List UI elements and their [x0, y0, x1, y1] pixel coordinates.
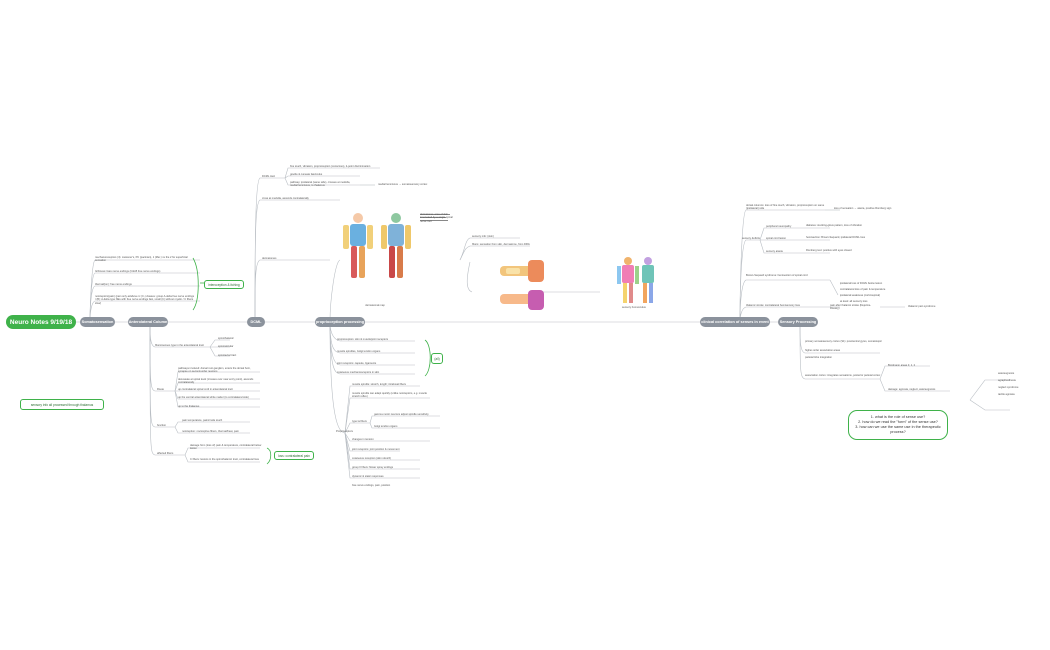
- proprio-mid-item[interactable]: joint receptors: capsule, ligaments: [337, 362, 377, 365]
- homunculus-map-image: [617, 257, 654, 303]
- proprio-neuro-item[interactable]: Golgi tendon organs: [374, 425, 398, 428]
- sensory-proc-cortex-side[interactable]: Brodmann areas 3, 1, 2: [888, 364, 916, 367]
- clinical-deficit[interactable]: spinal cord lesion: [766, 237, 787, 240]
- proprio-neuro-item[interactable]: free nerve endings, pain, position: [352, 484, 391, 487]
- question-line: 3. how can we use the same use in the th…: [855, 425, 941, 434]
- homunculus-caption: sensory homunculus: [622, 306, 646, 309]
- clinical-thalamic[interactable]: thalamic stroke: contralateral hemisenso…: [746, 304, 800, 307]
- antero-sensory-item[interactable]: spinothalamic: [218, 337, 234, 340]
- proprio-neuro-label[interactable]: Proprioceptors: [336, 430, 353, 433]
- proprio-neuro-item[interactable]: muscle spindle: stretch, length; intrafu…: [352, 383, 406, 386]
- clinical-brown-side[interactable]: ipsilateral weakness (corticospinal): [840, 294, 881, 297]
- antero-route-item[interactable]: decussate at spinal level (crosses over …: [178, 378, 254, 385]
- clinical-top[interactable]: dorsal columns: loss of fine touch, vibr…: [746, 204, 825, 211]
- antero-function-item[interactable]: pain temperature, pain/crude touch: [182, 419, 223, 422]
- antero-route-item[interactable]: pathways involved: dorsal root ganglion,…: [178, 367, 251, 374]
- sensory-proc-item[interactable]: higher-order association areas: [805, 349, 841, 352]
- sensory-proc-lesion-side[interactable]: agraphesthesia: [998, 379, 1016, 382]
- clinical-brown-side[interactable]: contralateral loss of pain & temperature: [840, 288, 886, 291]
- sensory-proc-cortex[interactable]: association cortex: integrates sensation…: [805, 374, 881, 377]
- sensory-proc-lesion-side[interactable]: tactile agnosia: [998, 393, 1015, 396]
- branch-dcml[interactable]: DCML: [247, 317, 265, 327]
- clinical-deficit-side[interactable]: Romberg test: positive with eyes closed: [806, 249, 852, 252]
- dcml-mid[interactable]: cross at medulla, ascends contralaterall…: [262, 197, 309, 200]
- proprio-center-box[interactable]: (all): [431, 353, 443, 364]
- proprio-neuro-item[interactable]: type Ia fibers: [352, 420, 367, 423]
- proprio-top-item[interactable]: fibers: sensation from skin, dermatome, …: [472, 243, 530, 246]
- clinical-deficit-side[interactable]: hemisection: Brown-Sequard, ipsilateral …: [806, 236, 866, 239]
- clinical-deficit[interactable]: peripheral neuropathy: [766, 225, 792, 228]
- proprio-neuro-item[interactable]: cutaneous receptors (skin stretch): [352, 457, 392, 460]
- dcml-item[interactable]: fine touch, vibration, proprioception (c…: [290, 165, 371, 168]
- somato-note[interactable]: thermal(ion): free nerve endings: [95, 283, 132, 286]
- antero-route-item[interactable]: up contralateral spinal cord in anterola…: [178, 388, 233, 391]
- branch-sensory-processing[interactable]: Sensory Processing: [778, 317, 818, 327]
- antero-affected-item[interactable]: C fibers: lesions in the spinothalamic t…: [190, 458, 259, 461]
- antero-cross-box[interactable]: loss: contralateral pain: [274, 451, 314, 460]
- antero-route-item[interactable]: up to the thalamus: [178, 405, 200, 408]
- interoception-box[interactable]: interoception & itching: [204, 280, 244, 289]
- antero-sensory-item[interactable]: spinoreticular: [218, 345, 234, 348]
- proprio-neuro-item[interactable]: muscle spindle can adapt quickly (unlike…: [352, 392, 427, 399]
- clinical-thalamic-far[interactable]: thalamic pain syndrome: [908, 305, 936, 308]
- question-line: 2. how do we read the "form" of the sens…: [858, 420, 938, 425]
- free-note-thalamus[interactable]: sensory info all processed through thala…: [20, 399, 104, 410]
- question-line: 1. what is the role of sense use?: [870, 415, 926, 420]
- root-node[interactable]: Neuro Notes 9/19/18: [6, 315, 76, 329]
- body-figure-front: [343, 213, 373, 278]
- body-figure-back: [381, 213, 411, 278]
- sensory-proc-item[interactable]: parietal lobe integration: [805, 356, 832, 359]
- clinical-brown-side[interactable]: at level: all sensory loss: [840, 300, 868, 303]
- somato-note[interactable]: Itchiness: bare nerve endings (C&A5 free…: [95, 270, 161, 273]
- branch-proprioception[interactable]: proprioception processing: [315, 317, 365, 327]
- branch-somatosensation[interactable]: Somatosensation: [80, 317, 115, 327]
- clinical-top-side[interactable]: loss of sensation → ataxia, positive Rom…: [834, 207, 892, 210]
- sensory-proc-lesion-side[interactable]: astereognosis: [998, 372, 1015, 375]
- sensory-proc-lesions[interactable]: damage: agnosia, neglect, astereognosis: [888, 388, 936, 391]
- clinical-brown-side[interactable]: ipsilateral loss of DCML below lesion: [840, 282, 883, 285]
- antero-affected-label[interactable]: affected fibers: [157, 452, 174, 455]
- proprio-neuro-item[interactable]: group II fibers: flower spray endings: [352, 466, 394, 469]
- arm-dermatome-image: [500, 260, 544, 310]
- proprio-top-item[interactable]: sensory info: (skin): [472, 235, 494, 238]
- branch-anterolateral[interactable]: Anterolateral Column: [128, 317, 168, 327]
- dcml-item[interactable]: gracile & cuneate fasciculus: [290, 173, 323, 176]
- dermatome-caption: dermatomal map: [365, 304, 385, 307]
- dcml-item[interactable]: pathway: ipsilateral (same side), crosse…: [290, 181, 351, 188]
- antero-sensory-item[interactable]: spinotectal tract: [218, 354, 237, 357]
- somato-note[interactable]: mechanoreceptors (4): meissner's, PC (pa…: [95, 256, 188, 263]
- dermatomes-label[interactable]: dermatomes: [262, 257, 277, 260]
- dermatome-desc: dermatome: area of skin innervated by a …: [420, 213, 453, 223]
- antero-route-item[interactable]: up the ventral anterolateral white matte…: [178, 396, 249, 399]
- sensory-proc-lesion-side[interactable]: neglect syndrome: [998, 386, 1019, 389]
- proprio-neuro-item[interactable]: changes in tension: [352, 438, 374, 441]
- clinical-deficit-side[interactable]: diabetes: stocking-glove pattern, loss o…: [806, 224, 863, 227]
- proprio-neuro-item[interactable]: gamma motor neurons adjust spindle sensi…: [374, 413, 429, 416]
- proprio-neuro-item[interactable]: dynamic & static responses: [352, 475, 384, 478]
- antero-route-label[interactable]: Route: [157, 388, 164, 391]
- antero-affected-item[interactable]: damage from (loss of) pain & temperature…: [190, 444, 262, 451]
- questions-box[interactable]: 1. what is the role of sense use? 2. how…: [848, 410, 948, 440]
- proprio-neuro-item[interactable]: joint receptors: joint position & moveme…: [352, 448, 400, 451]
- proprio-mid-item[interactable]: muscle spindles, Golgi tendon organs: [337, 350, 381, 353]
- dcml-top[interactable]: DCML tract: [262, 175, 276, 178]
- proprio-mid-item[interactable]: proprioceptors: skin & muscle/joint rece…: [337, 338, 389, 341]
- antero-sensory-types[interactable]: fibers/senses type in the anterolateral …: [155, 344, 204, 347]
- clinical-brown[interactable]: Brown-Sequard syndrome: hemisection of s…: [746, 274, 808, 277]
- dermatome-map-image: [343, 213, 450, 278]
- clinical-deficit[interactable]: sensory ataxia: [766, 250, 783, 253]
- clinical-sensory-deficits[interactable]: sensory deficits: [742, 237, 760, 240]
- proprio-mid-item[interactable]: cutaneous mechanoreceptors in skin: [337, 371, 380, 374]
- antero-function-label[interactable]: function: [157, 424, 167, 427]
- antero-function-item[interactable]: nociception: nociceptive fibers, thermal…: [182, 430, 239, 433]
- dcml-side[interactable]: medial lemniscus → somatosensory cortex: [378, 183, 428, 186]
- somato-note[interactable]: nociceptors(pain) (pain only at/above rc…: [95, 295, 195, 305]
- sensory-proc-item[interactable]: primary somatosensory cortex (S1): postc…: [805, 340, 882, 343]
- branch-clinical[interactable]: clinical correlation of senses in event: [700, 317, 770, 327]
- clinical-thalamic-side[interactable]: pain after thalamic stroke (Dejerine-Rou…: [830, 304, 872, 311]
